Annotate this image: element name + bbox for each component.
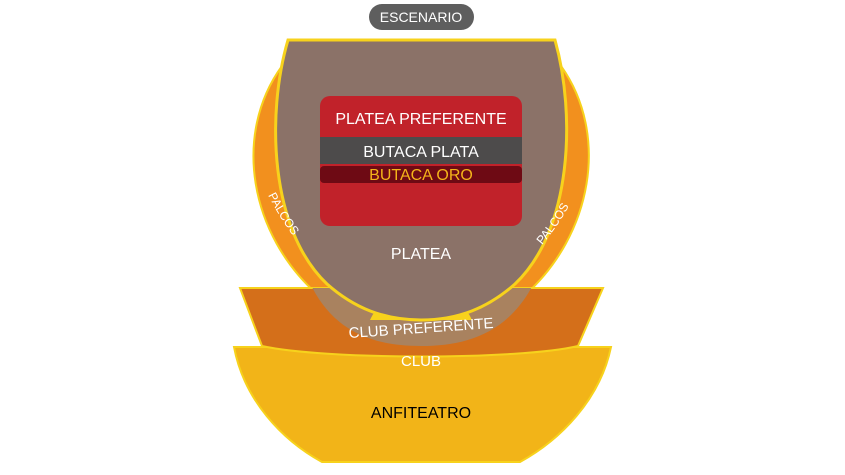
- anfiteatro-label: ANFITEATRO: [371, 405, 471, 422]
- platea-label: PLATEA: [391, 246, 452, 263]
- stage-pill: [369, 4, 474, 30]
- butaca-plata-section[interactable]: [320, 137, 522, 164]
- butaca-oro-section[interactable]: [320, 166, 522, 183]
- club-label: CLUB: [401, 353, 441, 370]
- anfiteatro-section[interactable]: [232, 346, 613, 463]
- butaca-plata-label: BUTACA PLATA: [363, 144, 479, 161]
- stage-label: ESCENARIO: [380, 9, 463, 25]
- platea-preferente-label: PLATEA PREFERENTE: [335, 111, 506, 128]
- butaca-oro-label: BUTACA ORO: [369, 167, 473, 184]
